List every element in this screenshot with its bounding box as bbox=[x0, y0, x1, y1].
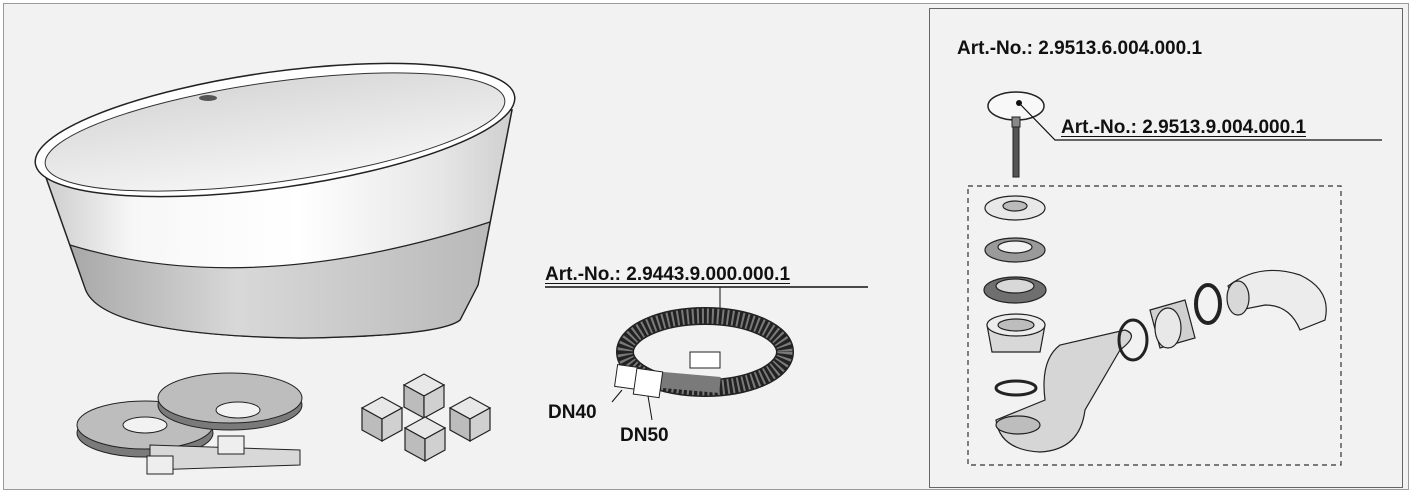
waste-set-art-no-label: Art.-No.: 2.9513.6.004.000.1 bbox=[957, 38, 1203, 59]
plug-part bbox=[987, 91, 1382, 178]
bathtub bbox=[34, 62, 516, 339]
support-blocks bbox=[360, 373, 492, 463]
waste-set-group bbox=[967, 185, 1342, 466]
dn50-label: DN50 bbox=[620, 425, 669, 446]
plug-art-no-label: Art.-No.: 2.9513.9.004.000.1 bbox=[1061, 117, 1307, 138]
dn40-label: DN40 bbox=[548, 402, 597, 423]
waste-set-parts bbox=[983, 195, 1327, 453]
mounting-tape-rolls bbox=[76, 372, 303, 475]
hose-art-no-label: Art.-No.: 2.9443.9.000.000.1 bbox=[545, 264, 791, 285]
drain-hose bbox=[545, 286, 868, 421]
